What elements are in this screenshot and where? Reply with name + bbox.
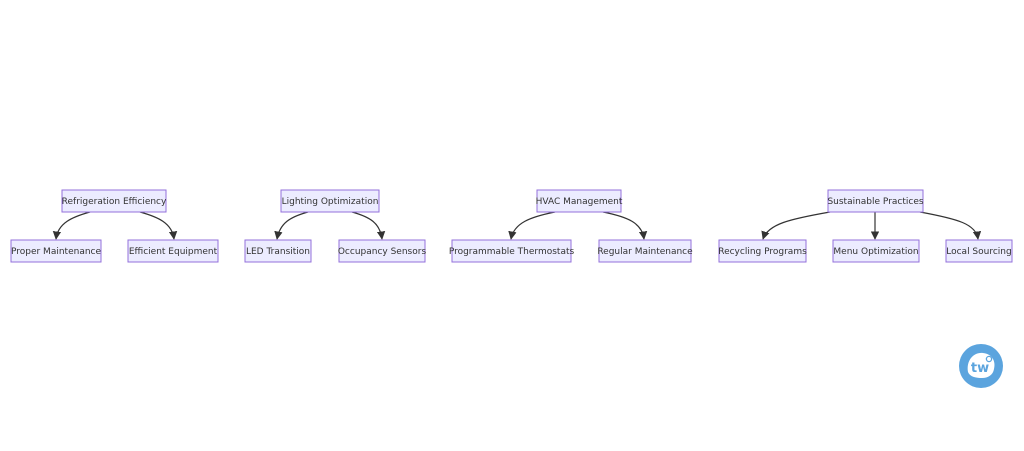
node-occupancy-sensors: Occupancy Sensors	[338, 239, 427, 263]
node-label: Lighting Optimization	[282, 197, 379, 207]
edge-sustainable-to-recycling-programs	[761, 211, 831, 240]
node-label: Menu Optimization	[833, 247, 918, 257]
node-led-transition: LED Transition	[244, 239, 312, 263]
node-sustainable-practices: Sustainable Practices	[827, 189, 924, 213]
node-lighting-optimization: Lighting Optimization	[280, 189, 380, 213]
edge-hvac-to-programmable-thermostats	[508, 211, 556, 240]
node-regular-maintenance: Regular Maintenance	[597, 239, 693, 263]
node-label: HVAC Management	[536, 197, 623, 207]
group-refrigeration-efficiency: Refrigeration Efficiency Proper Maintena…	[10, 189, 219, 263]
node-label: LED Transition	[246, 247, 310, 257]
node-label: Recycling Programs	[718, 247, 807, 257]
twine-logo-icon: tw	[959, 344, 1003, 388]
node-proper-maintenance: Proper Maintenance	[10, 239, 102, 263]
node-programmable-thermostats: Programmable Thermostats	[449, 239, 575, 263]
node-label: Proper Maintenance	[11, 247, 102, 257]
node-label: Sustainable Practices	[827, 197, 923, 207]
group-lighting-optimization: Lighting Optimization LED Transition Occ…	[244, 189, 427, 263]
edge-lighting-to-occupancy-sensors	[351, 211, 386, 240]
logo-text: tw	[971, 361, 989, 376]
node-local-sourcing: Local Sourcing	[945, 239, 1013, 263]
node-label: Regular Maintenance	[597, 247, 693, 257]
edge-hvac-to-regular-maintenance	[602, 211, 648, 240]
node-hvac-management: HVAC Management	[536, 189, 623, 213]
edge-lighting-to-led-transition	[274, 211, 309, 240]
edge-sustainable-to-local-sourcing	[919, 211, 982, 240]
group-sustainable-practices: Sustainable Practices Recycling Programs…	[718, 189, 1013, 263]
group-hvac-management: HVAC Management Programmable Thermostats…	[449, 189, 693, 263]
node-label: Efficient Equipment	[129, 247, 218, 257]
node-menu-optimization: Menu Optimization	[832, 239, 920, 263]
node-label: Local Sourcing	[946, 247, 1011, 257]
node-refrigeration-efficiency: Refrigeration Efficiency	[61, 189, 167, 213]
node-label: Occupancy Sensors	[338, 247, 427, 257]
node-label: Programmable Thermostats	[449, 247, 575, 257]
node-label: Refrigeration Efficiency	[62, 197, 167, 207]
edge-refrigeration-to-efficient-equipment	[139, 211, 178, 240]
node-recycling-programs: Recycling Programs	[718, 239, 807, 263]
edge-refrigeration-to-proper-maintenance	[52, 211, 91, 240]
node-efficient-equipment: Efficient Equipment	[127, 239, 219, 263]
